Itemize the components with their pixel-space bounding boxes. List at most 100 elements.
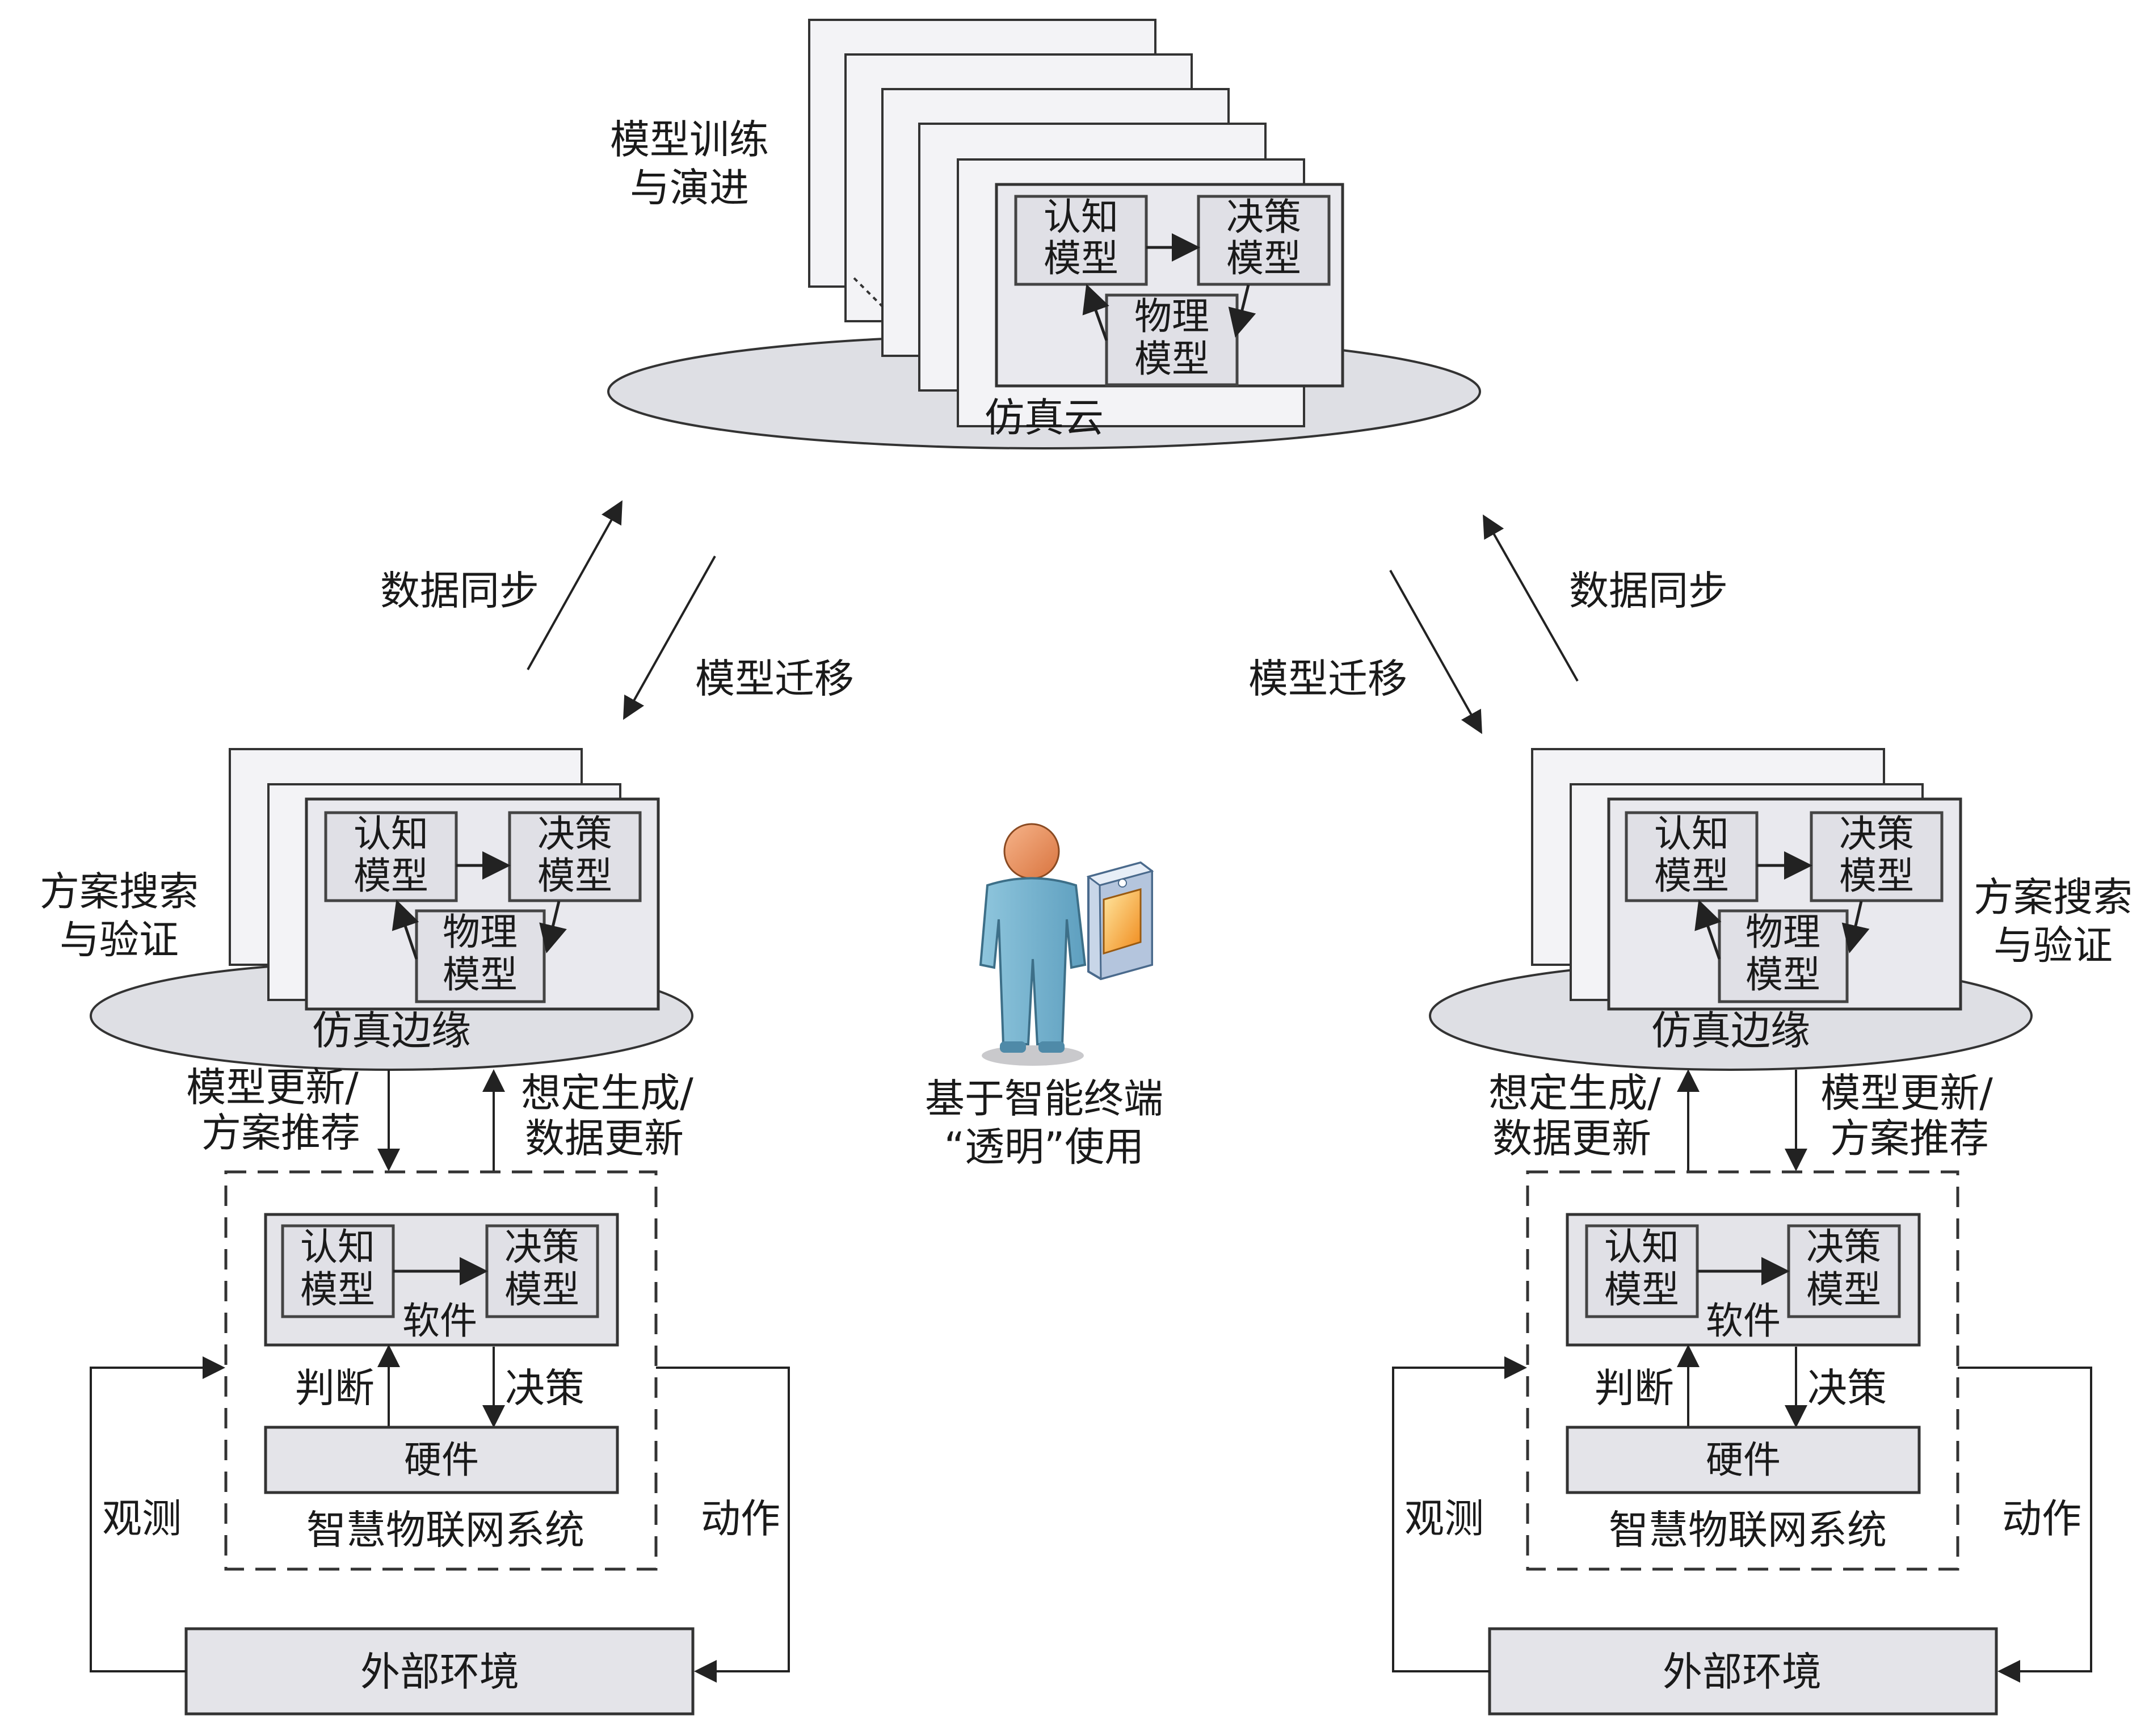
right-pillar: 认知 模型 决策 模型 物理 模型 仿真边缘 方案搜索 与验证 想定生成/ 数据… xyxy=(1392,748,2133,1716)
simulation-cloud: 认知 模型 决策 模型 物理 模型 仿真云 模型训练 与演进 xyxy=(607,19,1481,449)
right-edge-decision-line2: 模型 xyxy=(1839,854,1914,898)
left-software-label: 软件 xyxy=(402,1299,477,1343)
left-scenario-gen-label-2: 数据更新 xyxy=(525,1115,684,1162)
left-action-arrow xyxy=(656,1367,790,1683)
left-observe-arrow xyxy=(90,1356,225,1672)
right-data-sync-arrow xyxy=(1483,514,1579,682)
right-edge-physical-line1: 物理 xyxy=(1746,910,1820,954)
left-data-sync-arrow xyxy=(527,500,623,670)
right-environment-loop: 外部环境 观测 动作 xyxy=(1392,1356,2092,1716)
right-iot-decision-line1: 决策 xyxy=(1806,1225,1881,1269)
cloud-decision-line2: 模型 xyxy=(1226,237,1301,280)
terminal-icon xyxy=(1086,861,1154,981)
right-hardware-label: 硬件 xyxy=(1706,1438,1781,1482)
cloud-edge-links: 数据同步 模型迁移 数据同步 模型迁移 xyxy=(380,500,1728,734)
right-iot-system: 认知 模型 决策 模型 软件 判断 决策 硬件 智慧物联网系统 xyxy=(1526,1170,1959,1571)
left-action-label: 动作 xyxy=(701,1495,780,1542)
right-judge-label: 判断 xyxy=(1595,1365,1674,1411)
right-iot-title: 智慧物联网系统 xyxy=(1609,1507,1887,1553)
left-hardware-label: 硬件 xyxy=(404,1438,479,1482)
left-edge-physical-line1: 物理 xyxy=(443,910,518,954)
cloud-decision-model-box xyxy=(1197,195,1331,286)
left-model-migration-label: 模型迁移 xyxy=(695,655,854,702)
right-edge-cognitive-line1: 认知 xyxy=(1654,812,1729,856)
user-caption-line1: 基于智能终端 xyxy=(925,1075,1163,1122)
cloud-side-label-line1: 模型训练 xyxy=(610,116,769,163)
user-caption-line2: “透明”使用 xyxy=(944,1124,1145,1170)
left-edge-title: 仿真边缘 xyxy=(312,1007,471,1054)
left-iot-decision-line2: 模型 xyxy=(504,1268,579,1312)
left-iot-cognitive-line1: 认知 xyxy=(300,1225,375,1269)
left-iot-system: 认知 模型 决策 模型 软件 判断 决策 硬件 智慧物联网系统 xyxy=(224,1170,658,1571)
right-data-sync-label: 数据同步 xyxy=(1569,568,1728,614)
right-action-arrow xyxy=(1958,1367,2092,1683)
cloud-physical-line2: 模型 xyxy=(1134,337,1209,381)
right-model-update-label-2: 方案推荐 xyxy=(1830,1115,1989,1162)
left-scenario-gen-label-1: 想定生成/ xyxy=(521,1070,693,1116)
physical-to-cognitive-arrow xyxy=(1082,284,1109,341)
left-edge-phy-to-cog-arrow xyxy=(392,899,419,960)
cloud-title: 仿真云 xyxy=(985,394,1104,441)
right-environment-box xyxy=(1488,1627,1998,1716)
right-edge-cognitive-box xyxy=(1625,811,1759,902)
right-iot-decision-line2: 模型 xyxy=(1806,1268,1881,1312)
right-edge-decision-box xyxy=(1810,811,1944,902)
right-software-label: 软件 xyxy=(1706,1299,1781,1343)
right-edge-decision-line1: 决策 xyxy=(1839,812,1914,856)
left-decide-label: 决策 xyxy=(505,1365,584,1411)
left-edge-physical-line2: 模型 xyxy=(443,953,518,997)
left-observe-label: 观测 xyxy=(102,1495,182,1542)
right-edge-cognitive-line2: 模型 xyxy=(1654,854,1729,898)
right-iot-decision-box xyxy=(1787,1224,1901,1318)
left-model-migration-arrow xyxy=(623,556,716,720)
right-edge-physical-line2: 模型 xyxy=(1746,953,1820,997)
right-environment-label: 外部环境 xyxy=(1663,1649,1822,1695)
right-edge-dec-to-phy-arrow xyxy=(1841,901,1870,953)
right-hardware-box xyxy=(1566,1426,1921,1494)
cloud-side-label-line2: 与演进 xyxy=(630,165,749,211)
left-environment-box xyxy=(184,1627,695,1716)
right-edge-side-label-line2: 与验证 xyxy=(1993,922,2113,969)
left-edge-dec-to-phy-arrow xyxy=(539,901,567,953)
right-model-migration-label: 模型迁移 xyxy=(1248,655,1407,702)
left-environment-loop: 外部环境 观测 动作 xyxy=(90,1356,790,1716)
cloud-cognitive-line2: 模型 xyxy=(1044,237,1118,280)
right-edge-side-label-line1: 方案搜索 xyxy=(1974,874,2133,920)
left-edge-cognitive-line1: 认知 xyxy=(354,812,428,856)
cloud-physical-line1: 物理 xyxy=(1134,295,1209,338)
decision-to-physical-arrow xyxy=(1228,284,1256,338)
right-scenario-gen-label-1: 想定生成/ xyxy=(1488,1070,1661,1116)
right-observe-label: 观测 xyxy=(1404,1495,1484,1542)
left-judge-label: 判断 xyxy=(295,1365,375,1411)
right-model-update-label-1: 模型更新/ xyxy=(1820,1070,1993,1116)
cloud-cognitive-model-box xyxy=(1014,195,1148,286)
left-model-update-label-1: 模型更新/ xyxy=(186,1064,359,1111)
left-iot-cognitive-line2: 模型 xyxy=(300,1268,375,1312)
left-edge-cognitive-box xyxy=(324,811,458,902)
stack-ellipsis xyxy=(853,277,886,310)
right-edge-title: 仿真边缘 xyxy=(1651,1007,1810,1054)
left-iot-title: 智慧物联网系统 xyxy=(306,1507,584,1553)
cloud-physical-model-box xyxy=(1105,293,1239,386)
left-pillar: 认知 模型 决策 模型 物理 模型 仿真边缘 方案搜索 与验证 模型更新/ 方案… xyxy=(40,748,790,1716)
left-iot-decision-line1: 决策 xyxy=(504,1225,579,1269)
left-iot-decision-box xyxy=(485,1224,599,1318)
left-model-update-label-2: 方案推荐 xyxy=(201,1109,360,1156)
left-edge-cognitive-line2: 模型 xyxy=(354,854,428,898)
right-model-migration-arrow xyxy=(1389,570,1482,734)
left-edge-decision-line2: 模型 xyxy=(537,854,612,898)
left-edge-side-label-line2: 与验证 xyxy=(60,917,179,963)
right-scenario-gen-label-2: 数据更新 xyxy=(1492,1115,1651,1162)
person-icon xyxy=(979,823,1087,1066)
cloud-decision-line1: 决策 xyxy=(1226,195,1301,239)
right-edge-phy-to-cog-arrow xyxy=(1694,899,1722,960)
left-edge-decision-line1: 决策 xyxy=(537,812,612,856)
left-simulation-edge: 认知 模型 决策 模型 物理 模型 仿真边缘 方案搜索 与验证 xyxy=(40,748,693,1071)
left-data-sync-label: 数据同步 xyxy=(380,568,539,614)
left-environment-label: 外部环境 xyxy=(360,1649,519,1695)
right-iot-cognitive-line2: 模型 xyxy=(1604,1268,1679,1312)
right-simulation-edge: 认知 模型 决策 模型 物理 模型 仿真边缘 方案搜索 与验证 xyxy=(1429,748,2133,1071)
left-hardware-box xyxy=(264,1426,619,1494)
left-iot-cognitive-box xyxy=(281,1224,395,1318)
